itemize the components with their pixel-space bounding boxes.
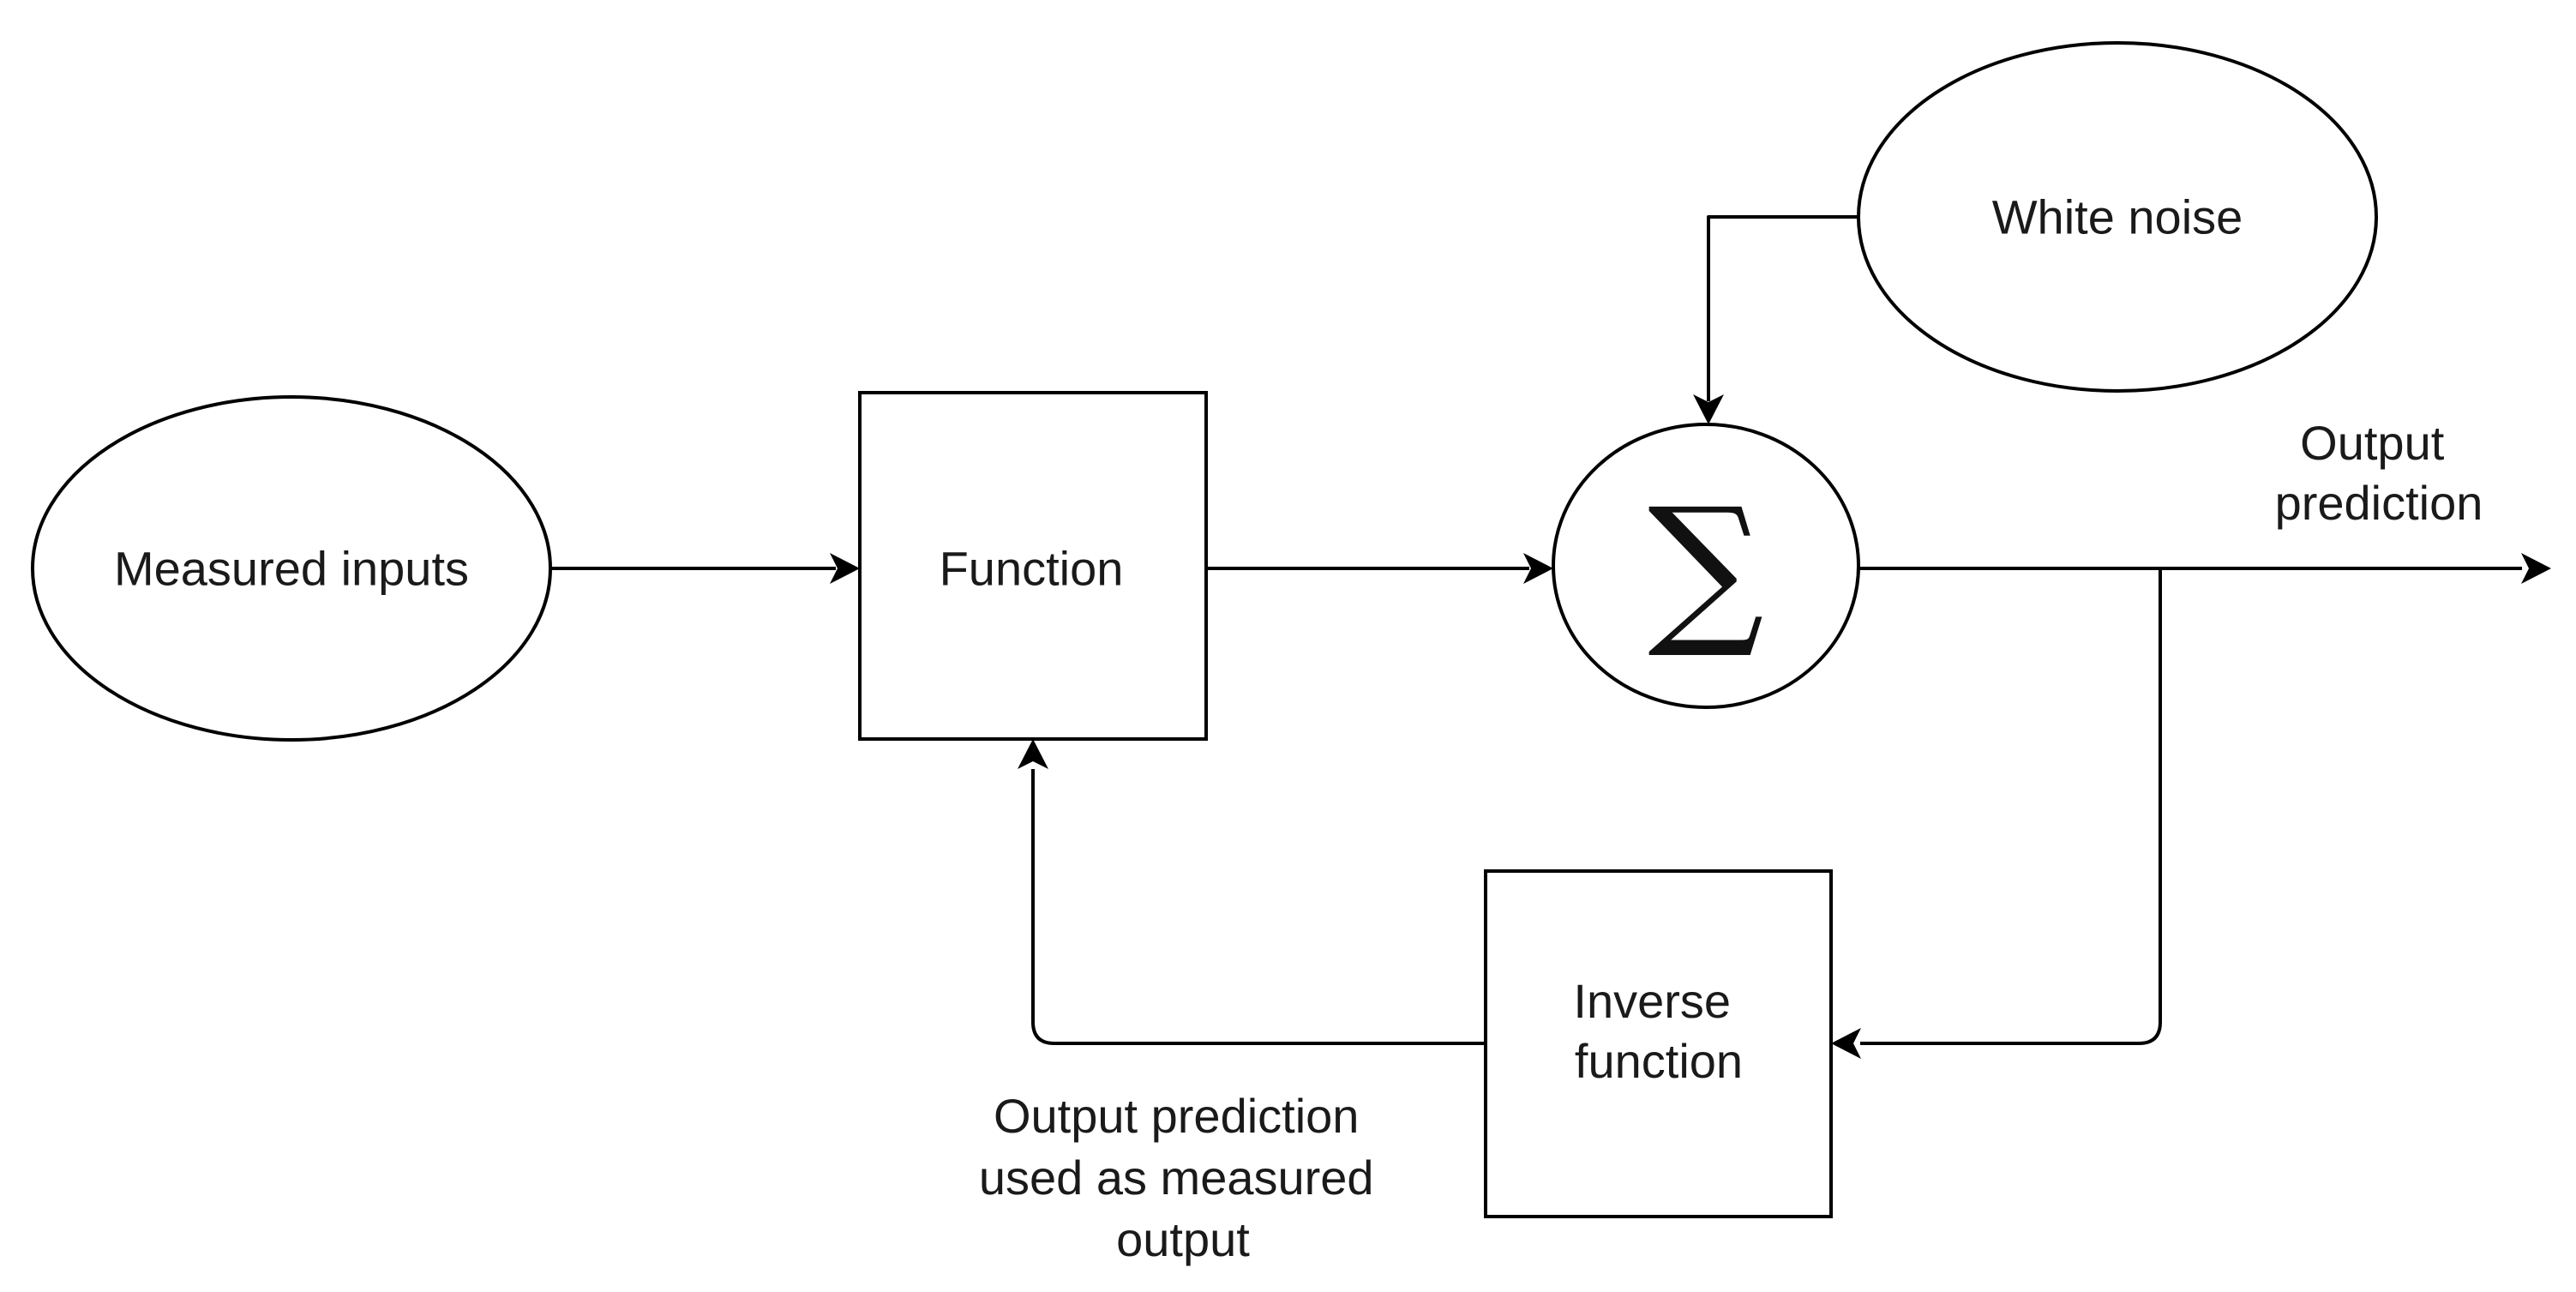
edge-summation-to-output [1858,553,2551,584]
inverse-function-node[interactable]: Inverse function [1484,869,1833,1218]
edge-line [1860,568,2162,1045]
white-noise-label: White noise [1992,190,2243,244]
arrowhead [1018,739,1048,769]
inverse-function-label: Inverse function [1573,974,1744,1088]
function-node[interactable]: Function [858,391,1208,741]
white-noise-node[interactable]: White noise [1857,41,2378,393]
measured-inputs-label: Measured inputs [114,542,469,596]
arrowhead [1523,553,1553,584]
function-label: Function [940,542,1124,596]
edge-output-to-inverse [1831,568,2162,1059]
edge-noise-to-summation [1693,215,1858,424]
arrowhead [2521,553,2551,584]
edge-line [1031,769,1486,1045]
edge-line [1707,215,1858,401]
measured-inputs-node[interactable]: Measured inputs [31,395,552,742]
summation-circle [1552,423,1860,709]
feedback-note-label: Output prediction used as measured outpu… [979,1089,1387,1266]
output-prediction-label: Output prediction [2275,416,2483,530]
feedback-note-line-3: output [1116,1212,1250,1266]
arrowhead [1831,1028,1861,1059]
edge-function-to-summation [1206,553,1553,584]
edge-inputs-to-function [550,553,860,584]
feedback-note-line-2: used as measured [979,1151,1374,1205]
output-prediction-line-2: prediction [2275,476,2483,530]
edge-inverse-to-function [1018,739,1486,1045]
inverse-function-line-1: Inverse [1573,974,1731,1028]
sigma-symbol: ∑ [1648,473,1764,663]
arrowhead [830,553,860,584]
output-prediction-line-1: Output [2300,416,2445,470]
feedback-note-line-1: Output prediction [994,1089,1359,1143]
summation-node[interactable]: ∑ [1552,423,1860,709]
inverse-function-line-2: function [1575,1034,1743,1088]
inverse-function-box [1484,869,1833,1218]
arrowhead [1693,394,1724,424]
function-box [858,391,1208,741]
